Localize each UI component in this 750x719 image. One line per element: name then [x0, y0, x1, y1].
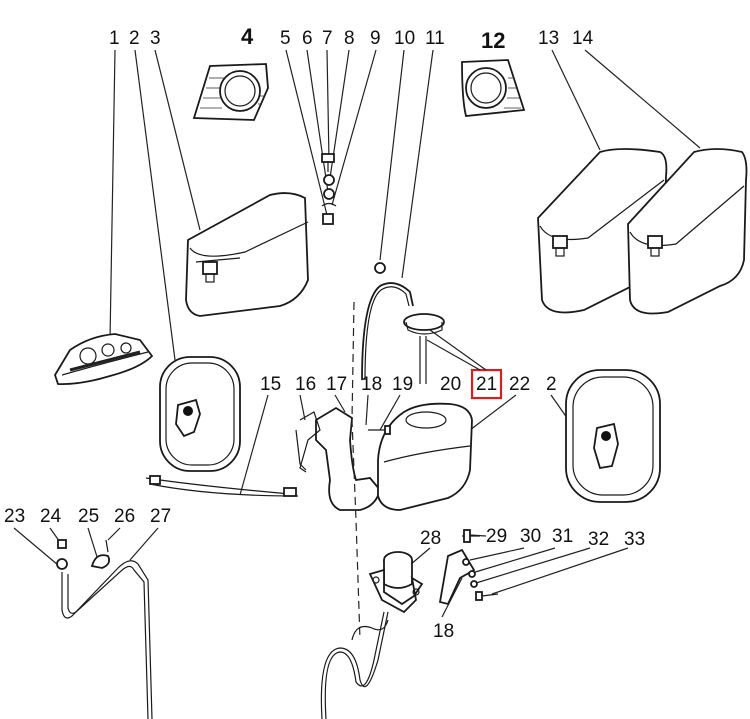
label-9: 9 — [370, 28, 381, 49]
hose-lower — [320, 611, 389, 719]
part-2-mirror-right — [565, 369, 661, 503]
part-28-fuel-pump — [368, 551, 424, 614]
label-1: 1 — [109, 28, 120, 49]
parts-23-27-fuel-line — [56, 539, 153, 719]
label-28: 28 — [420, 528, 441, 549]
parts-29-33-bracket-hardware — [438, 529, 499, 606]
label-13: 13 — [538, 28, 559, 49]
part-12-headlight-grille — [461, 59, 526, 117]
label-19: 19 — [392, 374, 413, 395]
label-2-right: 2 — [546, 374, 557, 395]
label-6: 6 — [302, 28, 313, 49]
assembly-dashed-line — [351, 301, 361, 641]
label-27: 27 — [150, 506, 171, 527]
label-2: 2 — [129, 28, 140, 49]
label-18: 18 — [361, 374, 382, 395]
label-10: 10 — [394, 28, 415, 49]
part-14-battery-box — [627, 148, 748, 315]
label-30: 30 — [520, 526, 541, 547]
label-16: 16 — [295, 374, 316, 395]
label-8: 8 — [344, 28, 355, 49]
label-14: 14 — [572, 28, 594, 49]
highlight-box — [470, 368, 503, 400]
label-29: 29 — [486, 526, 507, 547]
label-5: 5 — [280, 28, 291, 49]
part-1-instrument-cluster — [54, 333, 154, 385]
part-17-tank-bracket — [295, 406, 381, 511]
label-18-bottom: 18 — [433, 621, 454, 642]
part-19-screw — [368, 425, 391, 435]
label-12: 12 — [481, 28, 505, 53]
label-17: 17 — [326, 374, 347, 395]
part-11-filler-hose — [361, 282, 414, 381]
label-24: 24 — [40, 506, 62, 527]
label-31: 31 — [552, 526, 573, 547]
part-2-mirror-left — [159, 356, 241, 472]
label-25: 25 — [78, 506, 99, 527]
part-15-cable — [145, 475, 299, 497]
label-32: 32 — [588, 529, 609, 550]
label-21: 21 — [476, 374, 497, 395]
label-33: 33 — [624, 529, 645, 550]
label-3: 3 — [150, 28, 161, 49]
label-7: 7 — [322, 28, 333, 49]
callout-labels: 1 2 3 4 5 6 7 8 9 10 11 12 13 14 15 16 1… — [4, 24, 645, 642]
label-23: 23 — [4, 506, 25, 527]
part-10-cap — [374, 262, 386, 274]
label-20: 20 — [440, 374, 461, 395]
label-22: 22 — [509, 374, 530, 395]
part-4-headlight-grille — [192, 63, 269, 121]
label-26: 26 — [114, 506, 135, 527]
part-22-fuel-tank — [377, 402, 473, 511]
leader-lines — [13, 49, 701, 618]
label-4: 4 — [241, 24, 254, 49]
part-21-fuel-sender — [403, 313, 445, 384]
parts-5-9-fasteners — [321, 153, 337, 225]
label-11: 11 — [425, 28, 445, 49]
label-15: 15 — [260, 374, 281, 395]
part-3-tool-box — [185, 192, 309, 317]
